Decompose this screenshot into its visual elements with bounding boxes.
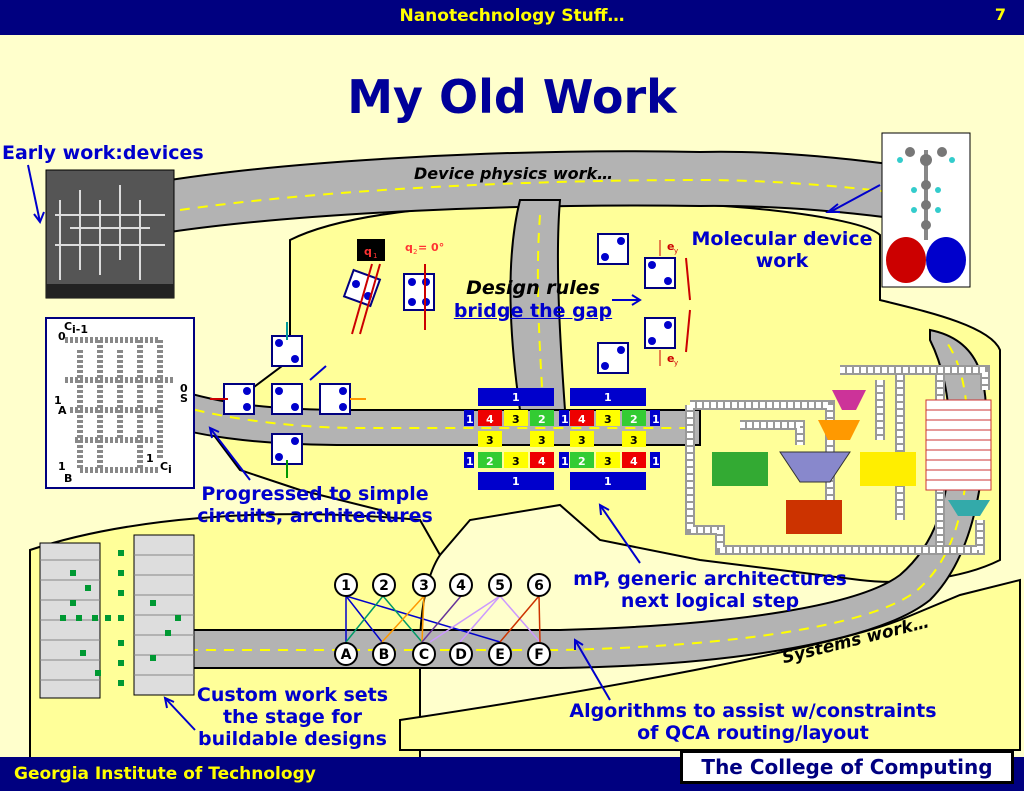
svg-text:q: q [405, 241, 413, 254]
svg-text:1: 1 [561, 413, 569, 426]
q1-box [357, 239, 385, 261]
svg-text:3: 3 [604, 413, 612, 426]
progressed-label: Progressed to simple circuits, architect… [197, 483, 433, 527]
svg-text:1: 1 [58, 460, 66, 473]
svg-text:1: 1 [373, 252, 377, 260]
device-physics-label: Device physics work… [414, 164, 614, 183]
molecular-label: Molecular device work [691, 228, 873, 272]
svg-text:2: 2 [630, 413, 638, 426]
header-title: Nanotechnology Stuff… [399, 6, 625, 26]
slide-number: 7 [994, 5, 1006, 24]
svg-text:1: 1 [146, 452, 154, 465]
adder-cout-label: C [160, 460, 168, 473]
svg-text:q: q [364, 245, 372, 258]
svg-text:1: 1 [561, 455, 569, 468]
roads [149, 150, 988, 669]
svg-text:0: 0 [180, 382, 188, 395]
svg-text:1: 1 [604, 391, 612, 404]
svg-text:4: 4 [630, 455, 638, 468]
graph-node-3: 3 [419, 578, 429, 594]
graph-node-f: F [534, 647, 544, 663]
svg-text:i-1: i-1 [72, 323, 88, 336]
graph-node-5: 5 [495, 578, 505, 594]
svg-text:3: 3 [512, 413, 520, 426]
graph-node-a: A [341, 647, 352, 663]
svg-text:1: 1 [466, 413, 474, 426]
adder-cin-label: C [64, 320, 72, 333]
graph-node-1: 1 [341, 578, 351, 594]
svg-text:1: 1 [512, 475, 520, 488]
graph-node-d: D [455, 647, 467, 663]
microprocessor-layout [685, 365, 992, 555]
svg-text:4: 4 [486, 413, 494, 426]
svg-text:4: 4 [538, 455, 546, 468]
svg-text:2: 2 [578, 455, 586, 468]
svg-text:3: 3 [512, 455, 520, 468]
svg-text:e: e [667, 352, 674, 365]
svg-text:3: 3 [604, 455, 612, 468]
svg-text:4: 4 [578, 413, 586, 426]
custom-layout-images [39, 534, 195, 699]
design-rules-label: Design rules bridge the gap [453, 277, 613, 322]
svg-text:1: 1 [652, 413, 660, 426]
footer-institution: Georgia Institute of Technology [14, 764, 316, 784]
svg-text:1: 1 [54, 394, 62, 407]
header-bar: Nanotechnology Stuff… 7 [0, 0, 1024, 35]
pointer-arrows [27, 164, 881, 731]
svg-text:y: y [674, 359, 678, 367]
svg-text:i: i [168, 463, 172, 476]
svg-text:1: 1 [512, 391, 520, 404]
svg-text:e: e [667, 240, 674, 253]
adder-a-label: A [58, 404, 67, 417]
svg-text:2: 2 [413, 248, 417, 256]
svg-text:1: 1 [466, 455, 474, 468]
slide-title: My Old Work [347, 70, 677, 124]
graph-node-e: E [495, 647, 505, 663]
pipeline-diagram: 1 1 1 1 1 1 1 1 1 1 4 3 2 4 3 2 3 3 3 3 … [464, 388, 660, 490]
svg-text:2: 2 [538, 413, 546, 426]
adder-b-label: B [64, 472, 72, 485]
graph-node-6: 6 [534, 578, 544, 594]
early-work-label: Early work:devices [2, 142, 204, 164]
island-lower-right [399, 578, 1021, 751]
footer-college-box: The College of Computing [680, 750, 1014, 784]
svg-text:3: 3 [538, 434, 546, 447]
svg-text:3: 3 [486, 434, 494, 447]
svg-text:y: y [674, 247, 678, 255]
svg-text:= 0°: = 0° [418, 241, 444, 254]
svg-text:1: 1 [652, 455, 660, 468]
svg-text:0: 0 [58, 330, 66, 343]
algorithms-label: Algorithms to assist w/constraints of QC… [569, 700, 937, 744]
svg-text:3: 3 [630, 434, 638, 447]
dependency-graph: 1 2 3 4 5 6 A B C D E F [334, 573, 551, 666]
svg-text:3: 3 [578, 434, 586, 447]
svg-text:1: 1 [604, 475, 612, 488]
mp-label: mP, generic architectures next logical s… [573, 568, 847, 612]
sem-device-image [45, 169, 175, 299]
svg-text:2: 2 [486, 455, 494, 468]
graph-node-2: 2 [379, 578, 389, 594]
graph-node-c: C [419, 647, 429, 663]
graph-node-b: B [379, 647, 390, 663]
custom-work-label: Custom work sets the stage for buildable… [196, 684, 389, 750]
adder-s-label: S [180, 392, 188, 405]
graph-node-4: 4 [456, 578, 466, 594]
